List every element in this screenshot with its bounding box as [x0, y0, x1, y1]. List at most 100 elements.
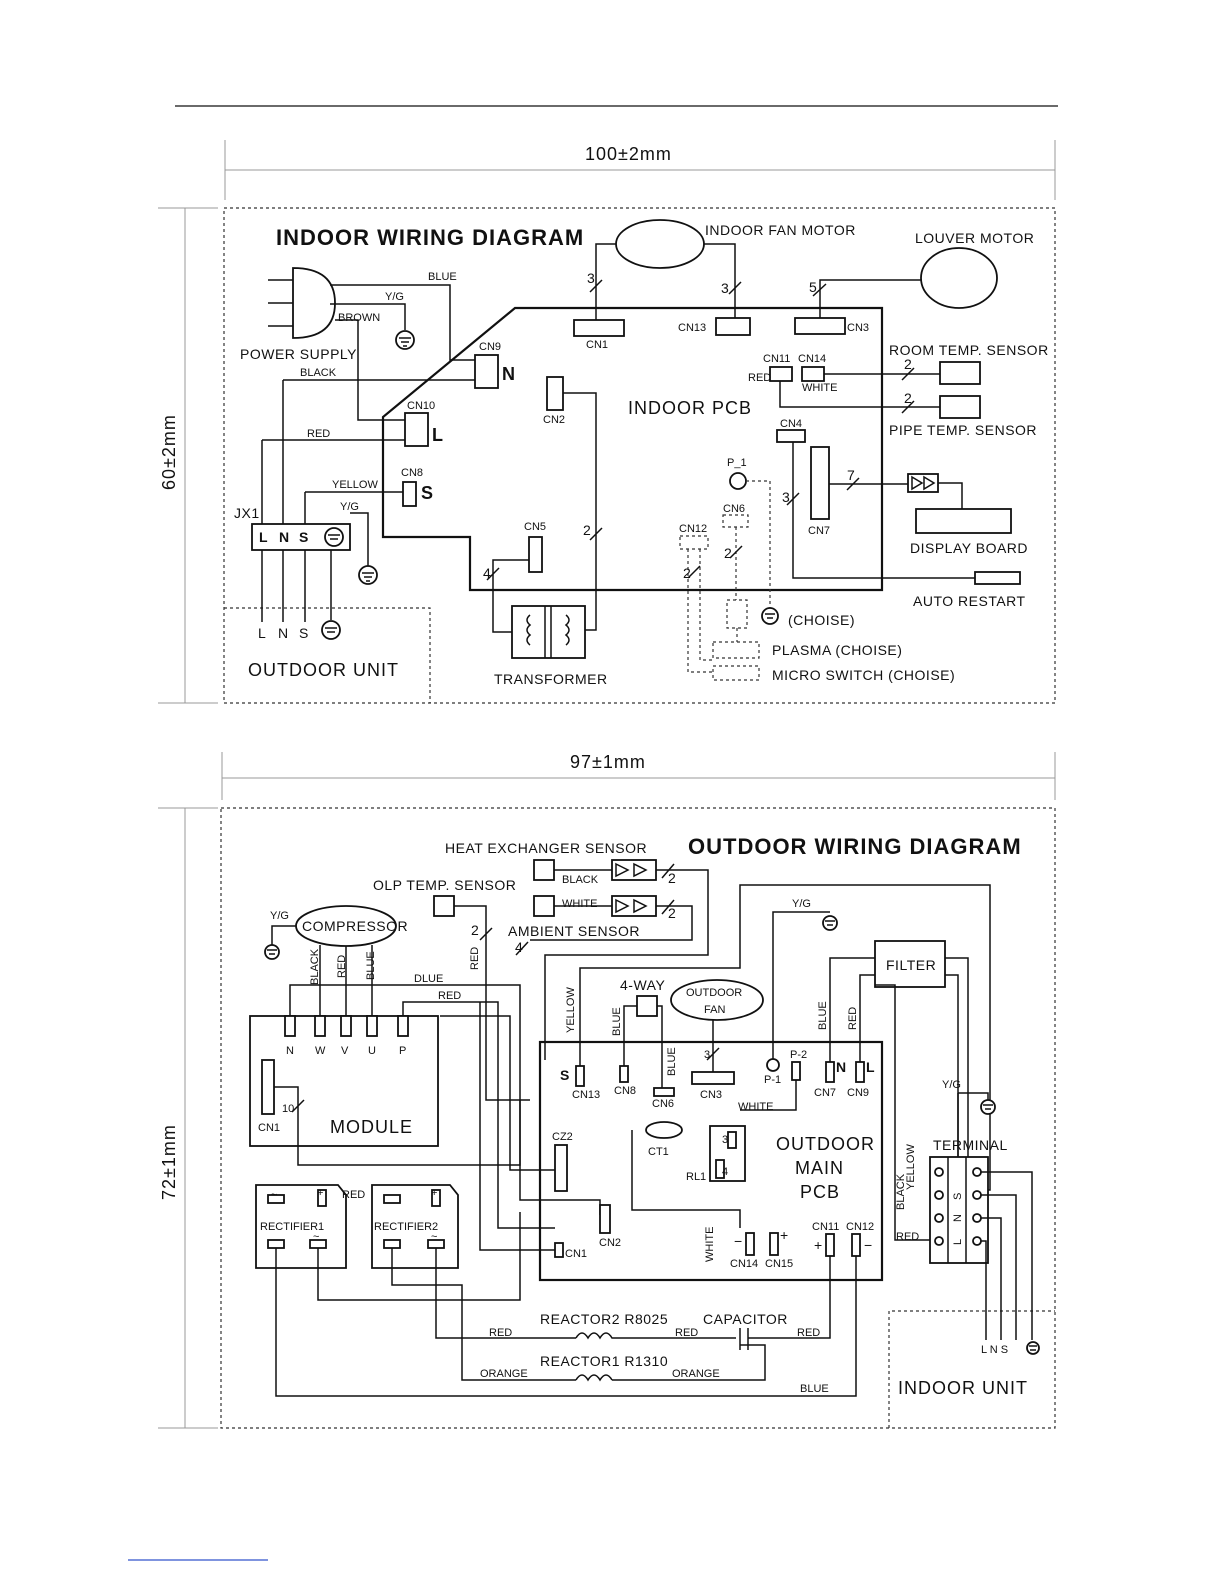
svg-text:CN1: CN1 [258, 1122, 280, 1134]
svg-text:RED: RED [469, 947, 481, 970]
svg-text:OLP TEMP. SENSOR: OLP TEMP. SENSOR [373, 877, 516, 893]
svg-text:L: L [432, 425, 444, 445]
svg-text:10: 10 [282, 1103, 294, 1115]
svg-text:Y/G: Y/G [385, 291, 404, 303]
transformer [511, 605, 586, 659]
svg-text:CN2: CN2 [599, 1237, 621, 1249]
svg-text:4: 4 [515, 939, 523, 955]
svg-text:REACTOR2 R8025: REACTOR2 R8025 [540, 1311, 668, 1327]
svg-text:CAPACITOR: CAPACITOR [703, 1311, 788, 1327]
black-wire-connector-icon [611, 859, 657, 881]
outdoor-main-pcb [538, 1040, 884, 1282]
svg-text:TERMINAL: TERMINAL [933, 1137, 1008, 1153]
svg-text:INDOOR UNIT: INDOOR UNIT [898, 1378, 1028, 1398]
outdoor-cz2 [554, 1144, 568, 1192]
svg-text:BLUE: BLUE [800, 1383, 829, 1395]
outdoor-unit-label: OUTDOOR UNIT [248, 660, 399, 680]
svg-text:L: L [952, 1239, 964, 1245]
svg-text:CN9: CN9 [847, 1087, 869, 1099]
display-board [915, 508, 1012, 534]
svg-text:OUTDOOR: OUTDOOR [686, 987, 742, 999]
svg-text:CZ2: CZ2 [552, 1131, 573, 1143]
svg-text:Y/G: Y/G [792, 898, 811, 910]
louver-motor-label: LOUVER MOTOR [915, 230, 1034, 246]
svg-text:BLACK: BLACK [300, 367, 337, 379]
svg-text:RED: RED [336, 955, 348, 978]
svg-text:CN7: CN7 [814, 1087, 836, 1099]
svg-text:BLUE: BLUE [666, 1047, 678, 1076]
compressor-ground-icon [264, 944, 280, 960]
svg-text:N: N [952, 1214, 964, 1222]
filter [874, 940, 946, 988]
svg-text:RED: RED [342, 1189, 365, 1201]
indoor-cn13 [715, 317, 751, 336]
svg-text:L: L [258, 625, 266, 641]
indoor-cn14 [801, 366, 825, 382]
outdoor-fan [670, 979, 764, 1021]
svg-text:4: 4 [483, 565, 491, 581]
svg-text:FAN: FAN [704, 1004, 725, 1016]
indoor-cn6 [722, 514, 749, 528]
indoor-cn11 [769, 366, 793, 382]
svg-text:+: + [431, 1187, 437, 1199]
svg-text:N: N [286, 1045, 294, 1057]
svg-text:3: 3 [722, 1134, 728, 1146]
svg-text:DISPLAY BOARD: DISPLAY BOARD [910, 540, 1028, 556]
svg-text:BLACK: BLACK [309, 948, 321, 985]
svg-text:−: − [864, 1237, 873, 1253]
svg-text:RECTIFIER1: RECTIFIER1 [260, 1221, 324, 1233]
svg-text:W: W [315, 1045, 326, 1057]
svg-text:ORANGE: ORANGE [480, 1368, 528, 1380]
svg-text:RED: RED [307, 428, 330, 440]
svg-text:ROOM TEMP. SENSOR: ROOM TEMP. SENSOR [889, 342, 1049, 358]
module [249, 1015, 439, 1147]
svg-text:Y/G: Y/G [942, 1079, 961, 1091]
svg-text:RED: RED [438, 990, 461, 1002]
svg-text:3: 3 [704, 1049, 710, 1061]
outdoor-title: OUTDOOR WIRING DIAGRAM [688, 834, 1022, 859]
indoor-cn3 [794, 317, 846, 335]
svg-text:BLUE: BLUE [817, 1001, 829, 1030]
svg-text:CN15: CN15 [765, 1258, 793, 1270]
svg-text:7: 7 [847, 467, 855, 483]
svg-text:CT1: CT1 [648, 1146, 669, 1158]
svg-text:BLACK: BLACK [562, 874, 599, 886]
svg-text:BLACK: BLACK [895, 1173, 907, 1210]
svg-text:P-2: P-2 [790, 1049, 807, 1061]
indoor-cn4 [776, 429, 806, 443]
svg-text:RED: RED [489, 1327, 512, 1339]
svg-text:CN13: CN13 [678, 322, 706, 334]
indoor-pcb-label: INDOOR PCB [628, 398, 752, 418]
svg-text:P-1: P-1 [764, 1074, 781, 1086]
svg-text:+: + [780, 1227, 789, 1243]
outdoor-cn7 [825, 1061, 835, 1083]
svg-text:AMBIENT SENSOR: AMBIENT SENSOR [508, 923, 640, 939]
svg-text:V: V [341, 1045, 349, 1057]
svg-text:CN1: CN1 [586, 339, 608, 351]
svg-text:COMPRESSOR: COMPRESSOR [302, 918, 408, 934]
svg-text:2: 2 [683, 565, 691, 581]
plasma-module [712, 641, 760, 659]
indoor-fan-motor-label: INDOOR FAN MOTOR [705, 222, 856, 238]
svg-text:S: S [299, 625, 309, 641]
svg-text:CN2: CN2 [543, 414, 565, 426]
outdoor-cn1 [554, 1242, 564, 1258]
svg-text:S: S [560, 1067, 570, 1083]
outdoor-ground-icon [321, 620, 341, 640]
svg-text:CN4: CN4 [780, 418, 802, 430]
auto-restart-switch [974, 571, 1021, 585]
svg-text:2: 2 [668, 870, 676, 886]
svg-text:P: P [399, 1045, 406, 1057]
svg-text:4: 4 [722, 1166, 728, 1178]
svg-text:Y/G: Y/G [340, 501, 359, 513]
svg-text:RED: RED [896, 1231, 919, 1243]
svg-text:ORANGE: ORANGE [672, 1368, 720, 1380]
svg-text:CN10: CN10 [407, 400, 435, 412]
svg-text:4-WAY: 4-WAY [620, 977, 665, 993]
svg-text:2: 2 [904, 356, 912, 372]
svg-text:WHITE: WHITE [802, 382, 837, 394]
outdoor-cn11 [825, 1233, 835, 1257]
svg-text:S: S [299, 529, 309, 545]
svg-text:S: S [952, 1193, 964, 1200]
